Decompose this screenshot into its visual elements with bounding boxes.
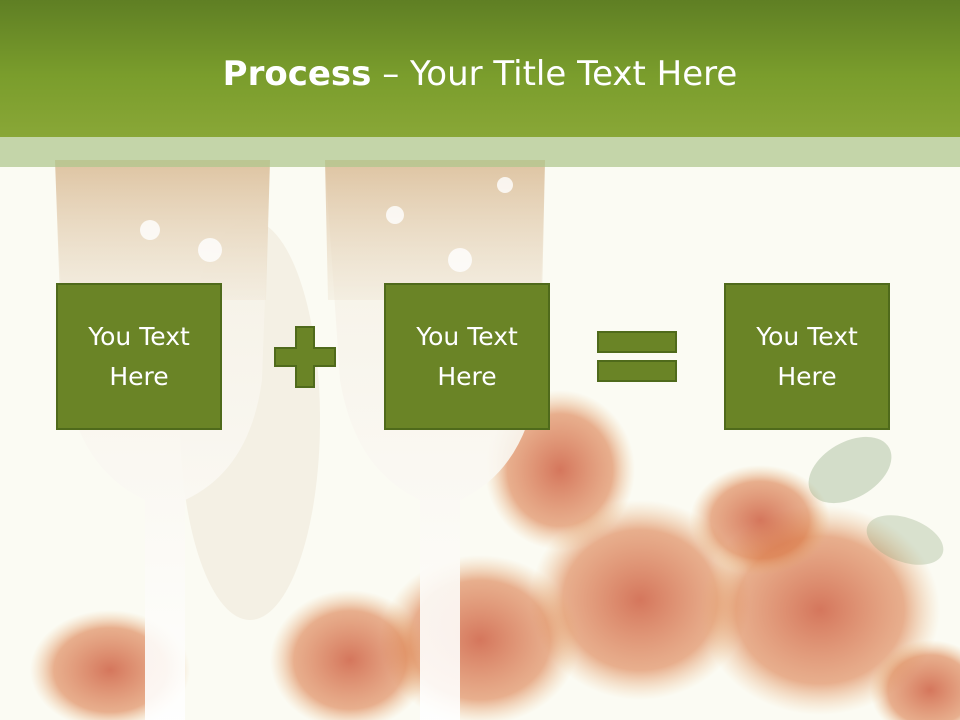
process-box-1-line1: You Text [88,321,190,351]
process-box-1[interactable]: You Text Here [56,283,222,430]
process-box-3-line1: You Text [756,321,858,351]
title-bold: Process [222,54,372,94]
title-bar [0,0,960,137]
title-underband [0,137,960,167]
process-box-1-line2: Here [109,361,169,391]
process-box-2[interactable]: You Text Here [384,283,550,430]
plus-icon [274,326,336,388]
process-box-2-line2: Here [437,361,497,391]
process-box-2-line1: You Text [416,321,518,351]
title-rest: Your Title Text Here [410,54,738,94]
title-separator: – [371,54,411,94]
equals-icon [597,331,677,382]
process-box-3-line2: Here [777,361,837,391]
slide-title: Process – Your Title Text Here [0,52,960,96]
process-box-3[interactable]: You Text Here [724,283,890,430]
